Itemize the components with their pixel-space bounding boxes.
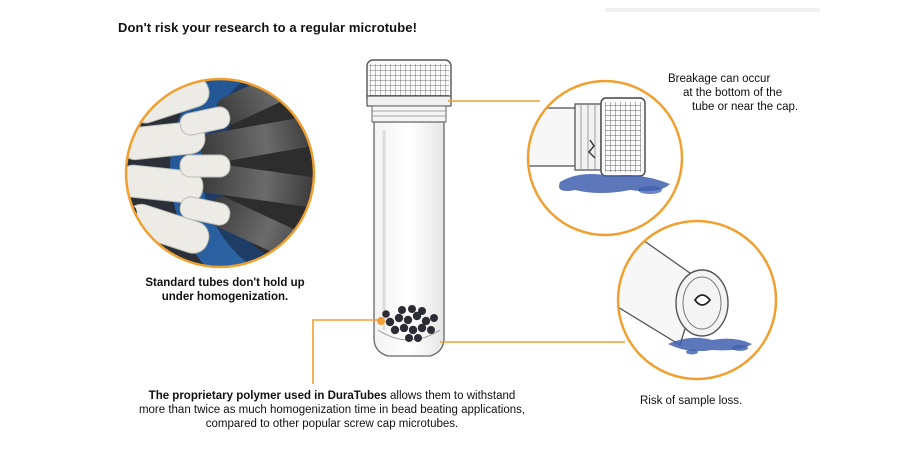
caption-bottom-line-2: more than twice as much homogenization t… — [138, 404, 526, 416]
cracked-bottom-tube — [616, 219, 778, 381]
page-headline: Don't risk your research to a regular mi… — [118, 20, 418, 35]
bead-cluster — [382, 305, 438, 342]
caption-left-line-2: under homogenization. — [161, 291, 289, 303]
connector-lines — [312, 100, 625, 384]
caption-bottom-line-3: compared to other popular screw cap micr… — [205, 418, 459, 430]
cracked-cap-tube — [526, 79, 684, 237]
caption-breakage-line-2: at the bottom of the — [683, 87, 783, 99]
caption-bottom-rest: allows them to withstand — [386, 390, 516, 402]
caption-breakage-line-1: Breakage can occur — [668, 73, 771, 85]
caption-bottom-bold: The proprietary polymer used in DuraTube… — [148, 390, 387, 402]
caption-risk: Risk of sample loss. — [640, 395, 743, 407]
caption-standard-tubes: Standard tubes don't hold up under homog… — [120, 276, 330, 304]
caption-bottom-line-1: The proprietary polymer used in DuraTube… — [118, 389, 546, 403]
caption-breakage-line-3: tube or near the cap. — [692, 101, 799, 113]
top-decoration-bar — [605, 8, 820, 12]
microtube-illustration — [366, 59, 452, 357]
homogenizer-photo — [124, 77, 316, 269]
caption-breakage: Breakage can occur at the bottom of the … — [668, 72, 828, 114]
caption-left-line-1: Standard tubes don't hold up — [145, 277, 305, 289]
caption-duratubes: The proprietary polymer used in DuraTube… — [118, 389, 546, 431]
